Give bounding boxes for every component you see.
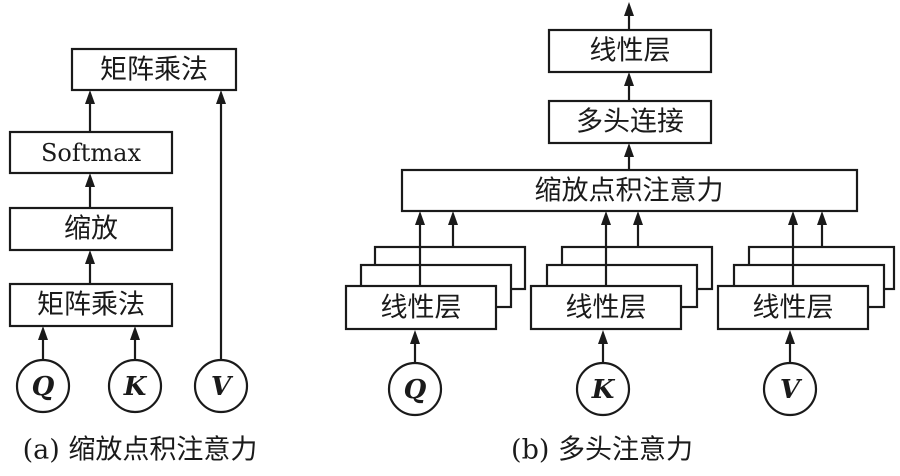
- softmax-label: Softmax: [41, 139, 141, 167]
- linear-stack-q: 线性层: [344, 245, 527, 331]
- linear-k-box: [529, 284, 683, 331]
- matmul-bottom-label: 矩阵乘法: [37, 290, 145, 321]
- input-q-label: Q: [32, 372, 55, 402]
- matmul-top-label: 矩阵乘法: [100, 55, 208, 86]
- attention-box: [400, 168, 859, 213]
- multi-head-panel: Q K V 线性层 线性层 线性层: [344, 2, 896, 466]
- mh-input-v-label: V: [780, 375, 803, 405]
- linear-stack-v: 线性层: [716, 245, 896, 331]
- matmul-bottom-box: [8, 282, 174, 328]
- scaled-attention-arrows: [38, 90, 226, 360]
- linear-stack-k: 线性层: [529, 245, 714, 331]
- input-v-label: V: [211, 372, 234, 402]
- concat-label: 多头连接: [576, 107, 684, 138]
- softmax-box: [8, 130, 174, 175]
- mh-head-arrows: [415, 211, 827, 286]
- linear-q-label: 线性层: [381, 293, 462, 324]
- linear-k-label: 线性层: [566, 293, 647, 324]
- mh-input-arrows: [410, 330, 795, 363]
- scale-label: 缩放: [64, 214, 118, 245]
- linear-q-box: [344, 284, 498, 331]
- scaled-attention-caption: (a) 缩放点积注意力: [23, 435, 258, 466]
- multi-head-caption: (b) 多头注意力: [511, 435, 693, 466]
- mh-input-k-label: K: [591, 375, 616, 405]
- attention-label: 缩放点积注意力: [535, 176, 724, 207]
- scaled-attention-panel: Q K V 矩阵乘法 缩放 Softmax 矩阵乘法 (a) 缩放点积注意力: [8, 47, 258, 466]
- linear-out-label: 线性层: [590, 36, 671, 67]
- matmul-top-box: [70, 47, 238, 92]
- input-k-label: K: [123, 372, 148, 402]
- linear-v-label: 线性层: [753, 293, 834, 324]
- scale-box: [8, 206, 174, 252]
- concat-box: [547, 99, 713, 145]
- mh-input-q-label: Q: [404, 375, 427, 405]
